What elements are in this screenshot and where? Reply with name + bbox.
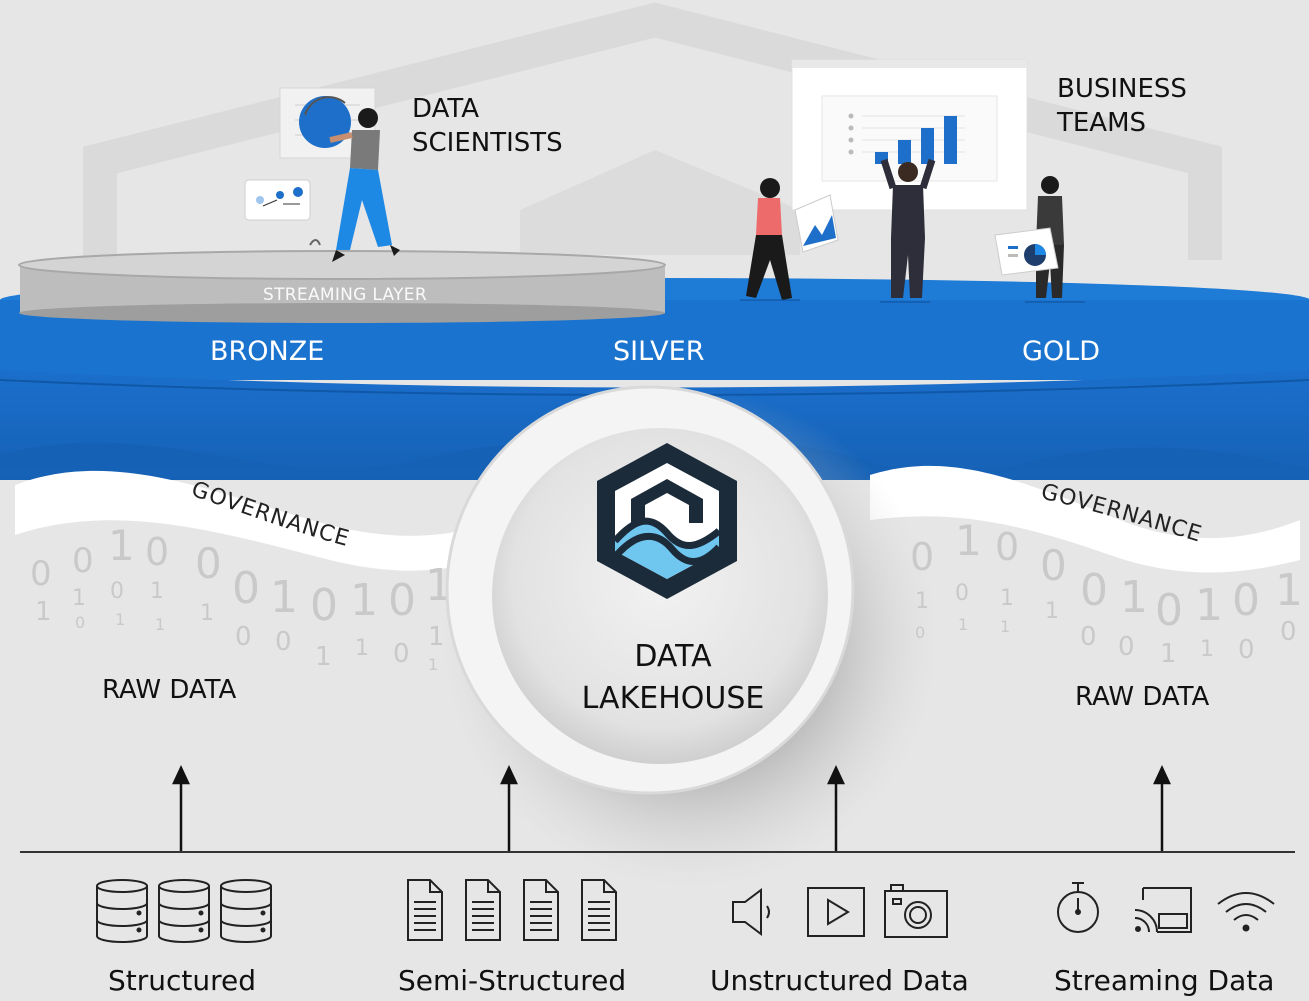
governance-ribbon-left bbox=[15, 470, 520, 571]
svg-text:1: 1 bbox=[1275, 565, 1303, 616]
raw-data-label-left: RAW DATA bbox=[102, 675, 237, 705]
svg-text:0: 0 bbox=[995, 525, 1019, 569]
svg-text:0: 0 bbox=[393, 639, 410, 669]
svg-text:1: 1 bbox=[350, 575, 378, 626]
svg-text:0: 0 bbox=[310, 580, 338, 631]
house-background-outline bbox=[83, 2, 1222, 260]
stopwatch-icon bbox=[1057, 882, 1099, 933]
binary-digits-left: 0 0 1 0 0 0 1 0 1 0 1 1 1 0 1 1 0 1 1 0 … bbox=[30, 521, 453, 674]
semi-structured-label: Semi-Structured bbox=[398, 964, 627, 997]
svg-text:0: 0 bbox=[1040, 541, 1067, 590]
database-icon bbox=[220, 879, 272, 943]
svg-text:1: 1 bbox=[150, 579, 164, 604]
svg-text:0: 0 bbox=[235, 622, 252, 652]
svg-text:1: 1 bbox=[1160, 639, 1177, 669]
svg-text:0: 0 bbox=[1118, 632, 1135, 662]
svg-text:0: 0 bbox=[275, 627, 292, 657]
play-icon bbox=[807, 887, 865, 937]
business-teams-illustration bbox=[740, 59, 1085, 303]
streaming-layer-label: STREAMING LAYER bbox=[263, 285, 427, 305]
svg-text:0: 0 bbox=[72, 541, 94, 581]
camera-icon bbox=[884, 884, 948, 938]
svg-text:1: 1 bbox=[355, 636, 369, 661]
svg-text:0: 0 bbox=[195, 539, 222, 588]
svg-text:1: 1 bbox=[155, 615, 165, 634]
arrows bbox=[172, 765, 1171, 852]
lakehouse-circle-inner bbox=[492, 428, 828, 764]
svg-text:1: 1 bbox=[72, 586, 86, 611]
data-lakehouse-label: DATA LAKEHOUSE bbox=[581, 639, 765, 716]
svg-text:1: 1 bbox=[270, 572, 298, 623]
gold-label: GOLD bbox=[1022, 336, 1101, 367]
svg-text:1: 1 bbox=[35, 597, 52, 627]
lakehouse-logo bbox=[597, 443, 737, 599]
wifi-icon bbox=[1217, 892, 1275, 932]
business-teams-label: BUSINESS TEAMS bbox=[1057, 74, 1187, 138]
document-icon bbox=[465, 879, 501, 941]
streaming-data-label: Streaming Data bbox=[1054, 964, 1275, 997]
document-icon bbox=[523, 879, 559, 941]
svg-text:0: 0 bbox=[1080, 622, 1097, 652]
svg-text:1: 1 bbox=[958, 615, 968, 634]
bronze-label: BRONZE bbox=[210, 336, 325, 367]
database-icon bbox=[96, 879, 148, 943]
silver-label: SILVER bbox=[613, 336, 705, 367]
unstructured-data-label: Unstructured Data bbox=[710, 964, 969, 997]
svg-text:0: 0 bbox=[1080, 565, 1108, 616]
svg-text:0: 0 bbox=[1280, 617, 1297, 647]
svg-text:0: 0 bbox=[232, 563, 260, 614]
document-icon bbox=[581, 879, 617, 941]
svg-text:1: 1 bbox=[1200, 637, 1214, 662]
data-scientists-label: DATA SCIENTISTS bbox=[412, 94, 563, 158]
database-icon bbox=[158, 879, 210, 943]
structured-label: Structured bbox=[108, 964, 257, 997]
svg-text:1: 1 bbox=[428, 655, 438, 674]
cast-icon bbox=[1134, 887, 1192, 933]
unstructured-icons bbox=[732, 884, 948, 938]
house-inner-outline bbox=[520, 150, 800, 255]
raw-data-label-right: RAW DATA bbox=[1075, 682, 1210, 712]
svg-text:1: 1 bbox=[1195, 580, 1223, 631]
structured-icons bbox=[96, 879, 272, 943]
svg-text:1: 1 bbox=[1045, 599, 1059, 624]
streaming-layer-disc bbox=[18, 250, 666, 323]
data-scientist-illustration bbox=[244, 87, 400, 262]
svg-text:0: 0 bbox=[955, 581, 969, 606]
svg-text:1: 1 bbox=[315, 642, 332, 672]
svg-text:1: 1 bbox=[200, 601, 214, 626]
streaming-icons bbox=[1057, 882, 1275, 933]
svg-text:0: 0 bbox=[145, 530, 169, 574]
svg-text:1: 1 bbox=[115, 610, 125, 629]
governance-ribbon-right bbox=[870, 465, 1300, 573]
svg-text:0: 0 bbox=[1232, 575, 1260, 626]
svg-text:1: 1 bbox=[955, 516, 982, 565]
svg-text:1: 1 bbox=[1000, 617, 1010, 636]
semi-structured-icons bbox=[407, 879, 617, 941]
document-icon bbox=[407, 879, 443, 941]
svg-text:0: 0 bbox=[1155, 585, 1183, 636]
svg-text:1: 1 bbox=[1000, 586, 1014, 611]
svg-text:0: 0 bbox=[388, 575, 416, 626]
svg-text:1: 1 bbox=[1120, 572, 1148, 623]
svg-text:1: 1 bbox=[108, 521, 135, 570]
svg-text:0: 0 bbox=[30, 554, 52, 594]
speaker-icon bbox=[732, 888, 770, 936]
svg-text:0: 0 bbox=[110, 579, 124, 604]
svg-text:0: 0 bbox=[75, 613, 85, 632]
svg-text:0: 0 bbox=[1238, 635, 1255, 665]
